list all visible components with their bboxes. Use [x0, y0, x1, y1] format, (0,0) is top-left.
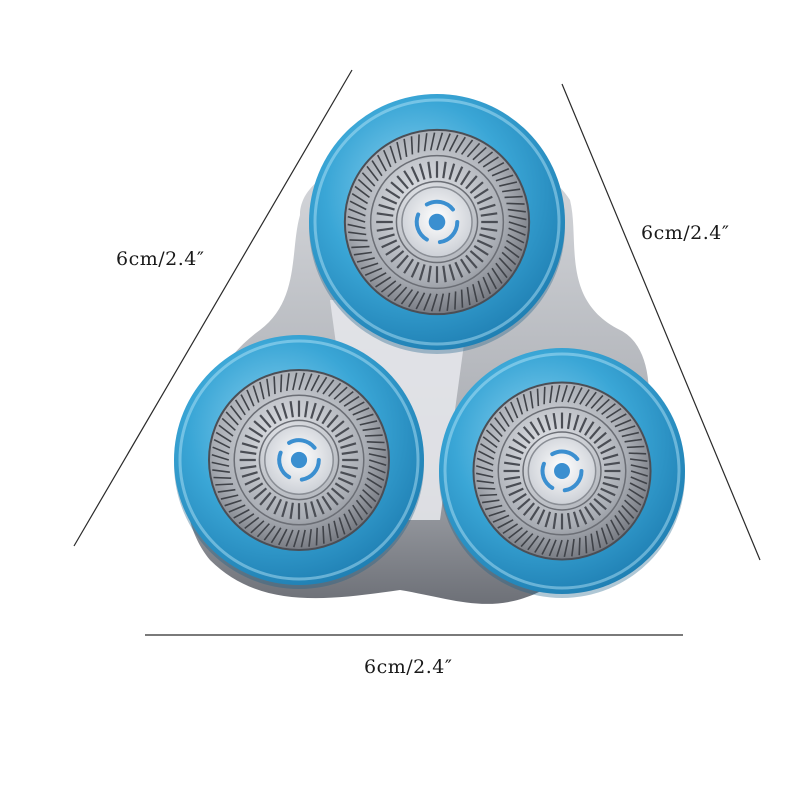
- dimension-label-bottom: 6cm/2.4″: [364, 656, 453, 678]
- shaver-head-icon-top: [309, 94, 565, 354]
- rotary-blade-hub-icon: [264, 425, 334, 495]
- dimension-label-left: 6cm/2.4″: [116, 248, 205, 270]
- shaver-head-icon-left: [174, 335, 424, 589]
- dimension-line-right: [561, 83, 761, 561]
- shaver-head-icon-right: [439, 348, 685, 598]
- dimension-line-left: [73, 69, 353, 547]
- dimension-label-right: 6cm/2.4″: [641, 222, 730, 244]
- rotary-blade-hub-icon: [527, 436, 597, 506]
- rotary-blade-hub-icon: [401, 186, 473, 258]
